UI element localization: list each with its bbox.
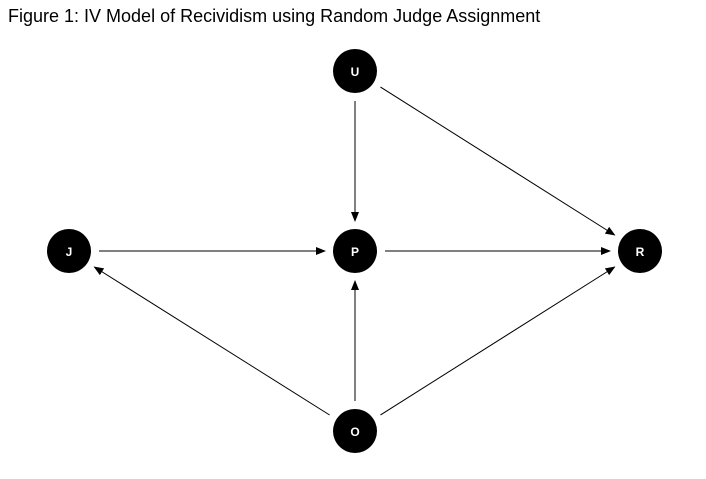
node-r-circle [618, 229, 662, 273]
node-p-label: P [351, 245, 359, 259]
node-u-circle [333, 49, 377, 93]
node-p-circle [333, 229, 377, 273]
node-j: J [47, 229, 91, 273]
node-o: O [333, 409, 377, 453]
node-u: U [333, 49, 377, 93]
edge-u-to-r [380, 86, 616, 236]
edge-o-to-r [380, 266, 616, 416]
node-j-circle [47, 229, 91, 273]
node-u-label: U [351, 65, 360, 79]
node-o-circle [333, 409, 377, 453]
figure-title: Figure 1: IV Model of Recividism using R… [8, 6, 541, 26]
nodes-group: U J P R O [47, 49, 662, 453]
edges-group [93, 86, 616, 416]
node-p: P [333, 229, 377, 273]
node-r-label: R [636, 245, 645, 259]
node-j-label: J [66, 245, 73, 259]
node-r: R [618, 229, 662, 273]
edge-o-to-j [93, 266, 330, 416]
node-o-label: O [350, 425, 359, 439]
